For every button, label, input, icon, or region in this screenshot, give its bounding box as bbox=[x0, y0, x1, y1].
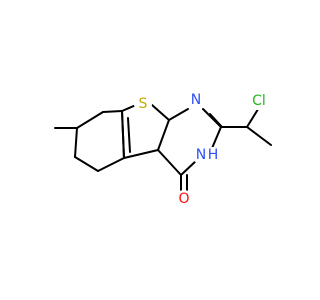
bond-ring-d bbox=[97, 157, 125, 172]
bond-thiophene-double-a bbox=[121, 110, 125, 159]
nh-nitrogen-label: N bbox=[196, 147, 206, 163]
bond-side-c bbox=[246, 126, 272, 146]
atom-label-layer: S N N H O Cl bbox=[134, 91, 270, 208]
oxygen-label-bg bbox=[175, 190, 193, 208]
bond-pyrimidine-e bbox=[157, 149, 182, 176]
nh-nitrogen-label-bg bbox=[192, 146, 210, 164]
bond-layer bbox=[54, 104, 272, 197]
bond-ring-c bbox=[74, 156, 99, 172]
bond-pyrimidine-a bbox=[168, 108, 189, 121]
bond-thiophene-c bbox=[157, 119, 170, 151]
bond-ring-b bbox=[74, 127, 78, 158]
bond-thiophene-d bbox=[123, 149, 159, 159]
bond-ch2-a bbox=[102, 110, 123, 113]
bond-ring-a bbox=[76, 111, 104, 129]
hydrogen-label: H bbox=[208, 147, 219, 163]
sulfur-label: S bbox=[139, 96, 148, 112]
bond-thiophene-double-b bbox=[127, 117, 131, 153]
sulfur-label-bg bbox=[134, 95, 152, 113]
nitrogen-label-bg bbox=[187, 91, 205, 109]
bond-thiophene-b bbox=[151, 104, 170, 121]
nitrogen-label: N bbox=[191, 92, 201, 108]
bond-pyrimidine-double bbox=[209, 113, 223, 128]
molecule-diagram: S N N H O Cl bbox=[54, 91, 272, 208]
hydrogen-label-bg bbox=[205, 147, 221, 163]
chlorine-label: Cl bbox=[252, 93, 266, 109]
bond-thiophene-a bbox=[121, 104, 137, 112]
chlorine-label-bg bbox=[248, 92, 270, 110]
bond-pyrimidine-d bbox=[180, 159, 198, 176]
oxygen-label: O bbox=[178, 191, 189, 207]
